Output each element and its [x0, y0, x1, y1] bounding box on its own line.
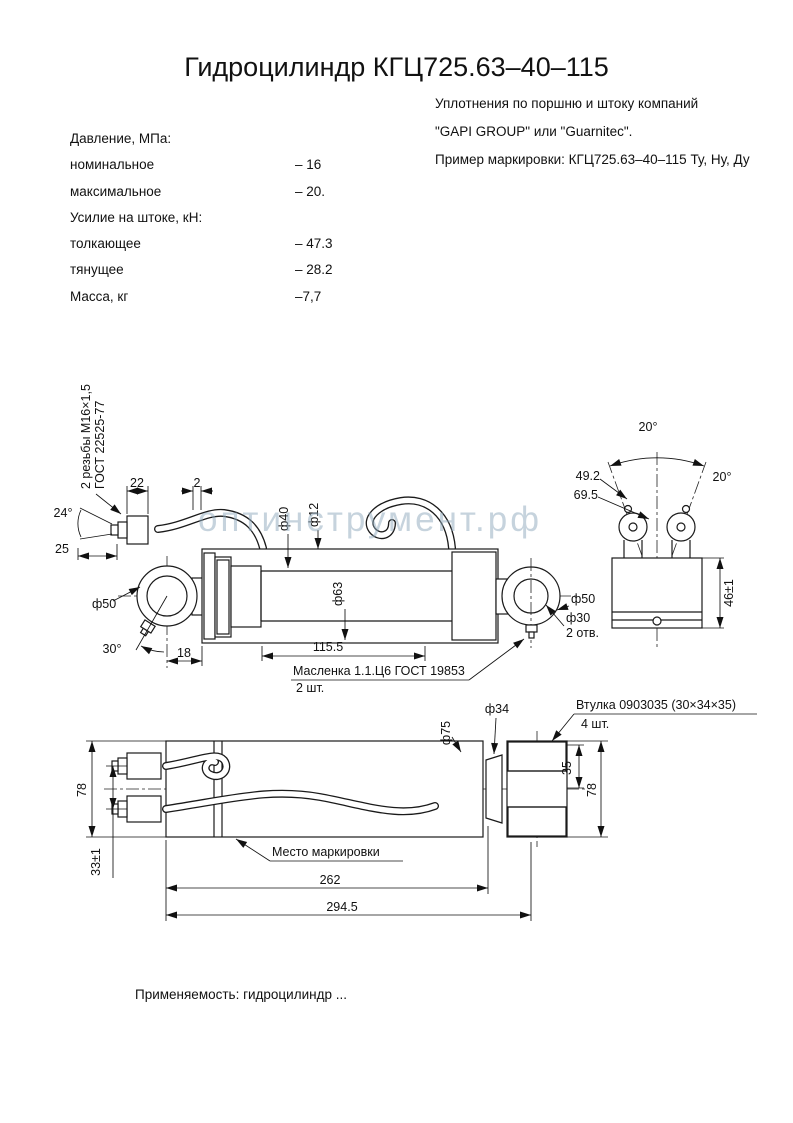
- dia-63-label: ф63: [331, 582, 345, 606]
- dim-33-label: 33±1: [89, 848, 103, 876]
- end-view-labels: 20° 20° 49.2 69.5 46±1: [574, 420, 736, 607]
- end-view-dimensions: [597, 457, 724, 629]
- spec-value: – 47.3: [295, 236, 333, 252]
- angle-20-top-label: 20°: [639, 420, 658, 434]
- dim-115-5-label: 115.5: [313, 640, 343, 654]
- dia-75-label: ф75: [439, 721, 453, 745]
- dia-12-label: ф12: [307, 503, 321, 527]
- side-view-dimensions: [77, 486, 570, 681]
- dia-40-label: ф40: [277, 507, 291, 531]
- port-fitting: [126, 515, 149, 545]
- top-coupling: [485, 754, 503, 824]
- spec-row-max: максимальное – 20.: [70, 179, 370, 205]
- applicability-note: Применяемость: гидроцилиндр ...: [135, 987, 347, 1002]
- spec-row-push: толкающее – 47.3: [70, 231, 370, 257]
- dia-30-label: ф30: [566, 611, 590, 625]
- top-view-dimensions: [86, 713, 757, 921]
- specs-header-force: Усилие на штоке, кН:: [70, 209, 203, 225]
- hose-tube-left: [154, 508, 267, 552]
- dim-35-label: 35: [560, 761, 574, 775]
- spec-label: максимальное: [70, 183, 162, 199]
- spec-label: номинальное: [70, 157, 155, 173]
- thread-note-label: 2 резьбы М16×1,5: [79, 384, 93, 489]
- bushing-label: Втулка 0903035 (30×34×35): [576, 698, 736, 712]
- top-view-labels: ф75 ф34 Втулка 0903035 (30×34×35) 4 шт. …: [75, 698, 736, 914]
- dim-294-5-label: 294.5: [326, 900, 357, 914]
- specs-header-pressure: Давление, МПа:: [70, 131, 172, 146]
- angle-30-label: 30°: [103, 642, 122, 656]
- seal-notes: Уплотнения по поршню и штоку компаний "G…: [435, 90, 750, 174]
- seal-note-line2: "GAPI GROUP" или "Guarnitec".: [435, 124, 633, 139]
- dim-78-left-label: 78: [75, 783, 89, 797]
- spec-row-pull: тянущее – 28.2: [70, 257, 370, 283]
- dim-22-label: 22: [130, 476, 144, 490]
- dim-25-label: 25: [55, 542, 69, 556]
- angle-20-right-label: 20°: [713, 470, 732, 484]
- spec-value: – 16: [295, 157, 322, 173]
- top-eye-block: [506, 740, 568, 838]
- spec-value: – 20.: [295, 183, 326, 199]
- dim-2-label: 2: [194, 476, 201, 490]
- dim-46-label: 46±1: [722, 579, 736, 607]
- spec-label: Масса, кг: [70, 288, 129, 304]
- spec-label: тянущее: [70, 262, 124, 278]
- thread-gost-label: ГОСТ 22525-77: [93, 401, 107, 489]
- top-port-fitting-2: [126, 795, 162, 823]
- angle-24-label: 24°: [54, 506, 73, 520]
- spec-row-mass: Масса, кг –7,7: [70, 284, 370, 310]
- side-view-labels: 2 резьбы М16×1,5 ГОСТ 22525-77 22 2 24° …: [54, 384, 599, 695]
- dia-50-right-label: ф50: [571, 592, 595, 606]
- left-grease-fitting: [139, 619, 156, 637]
- page-title: Гидроцилиндр КГЦ725.63–40–115: [184, 52, 609, 82]
- end-view: [607, 452, 707, 648]
- spec-value: –7,7: [295, 288, 322, 304]
- seal-note-line3: Пример маркировки: КГЦ725.63–40–115 Ту, …: [435, 152, 750, 167]
- end-view-body: [611, 557, 703, 629]
- top-view: [104, 731, 588, 847]
- marking-label: Место маркировки: [272, 845, 380, 859]
- dia-50-left-label: ф50: [92, 597, 116, 611]
- bushing-qty-label: 4 шт.: [581, 717, 609, 731]
- grease-label: Масленка 1.1.Ц6 ГОСТ 19853: [293, 664, 465, 678]
- spec-label: толкающее: [70, 236, 141, 252]
- dia-30-qty-label: 2 отв.: [566, 626, 599, 640]
- dim-78-right-label: 78: [585, 783, 599, 797]
- seal-note-line1: Уплотнения по поршню и штоку компаний: [435, 96, 699, 111]
- spec-row-nominal: номинальное – 16: [70, 152, 370, 178]
- dim-18-label: 18: [177, 646, 191, 660]
- right-grease-fitting: [525, 624, 538, 639]
- dim-49-2-label: 49.2: [576, 469, 600, 483]
- dia-34-label: ф34: [485, 702, 509, 716]
- grease-qty-label: 2 шт.: [296, 681, 324, 695]
- dim-69-5-label: 69.5: [574, 488, 598, 502]
- spec-value: – 28.2: [295, 262, 333, 278]
- specs-table: Давление, МПа: номинальное – 16 максимал…: [70, 126, 370, 310]
- dim-262-label: 262: [320, 873, 341, 887]
- top-port-fitting-1: [126, 752, 162, 780]
